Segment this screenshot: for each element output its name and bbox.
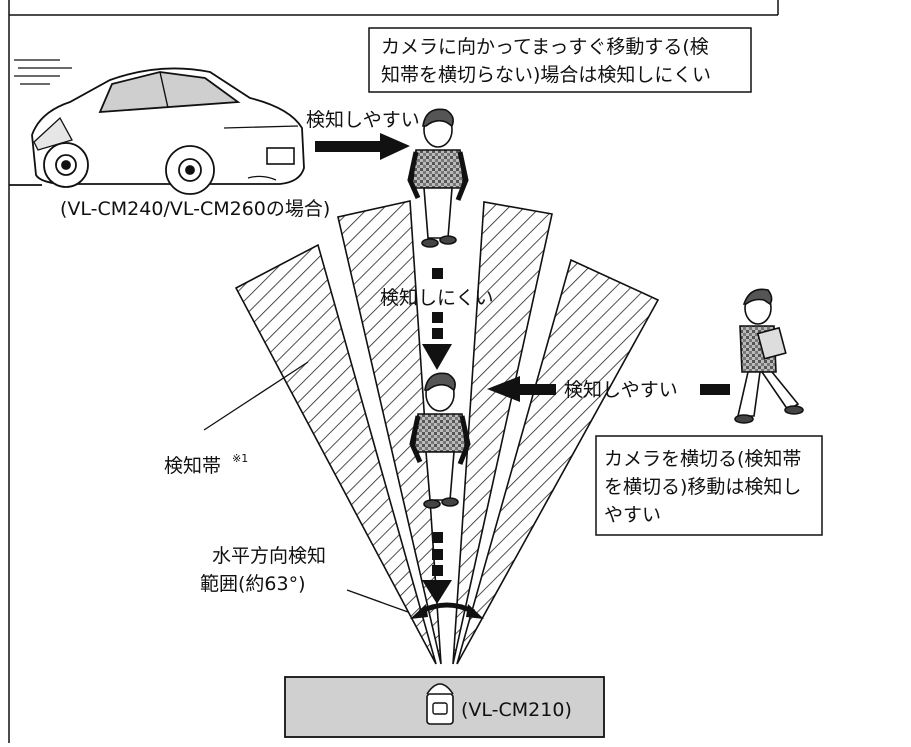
hard-detect-label: 検知しにくい [380, 287, 494, 309]
toward-note-line2: 知帯を横切らない)場合は検知しにくい [381, 64, 711, 86]
person-icon [734, 288, 804, 424]
range-label-line2: 範囲(約63°) [200, 573, 306, 595]
person-icon [407, 108, 469, 248]
detection-zone [203, 200, 660, 665]
range-label-line1: 水平方向検知 [212, 545, 326, 567]
easy-detect-label-side: 検知しやすい [564, 379, 678, 401]
zone-leader-line [203, 361, 309, 431]
detection-wedge [452, 201, 553, 665]
car-caption: (VL-CM240/VL-CM260の場合) [60, 198, 330, 220]
across-note-box [595, 435, 823, 536]
easy-detect-label-car: 検知しやすい [306, 109, 420, 131]
arrow-right-icon [315, 133, 410, 160]
zone-note-mark: ※1 [232, 452, 248, 465]
detection-wedge [234, 243, 437, 665]
toward-note-box [368, 27, 752, 93]
across-note-line1: カメラを横切る(検知帯 [604, 448, 801, 470]
toward-note-line1: カメラに向かってまっすぐ移動する(検 [381, 36, 709, 58]
across-note-line3: やすい [604, 504, 661, 526]
camera-housing [284, 676, 605, 738]
camera-icon [426, 683, 454, 725]
movement-path-top [422, 268, 452, 370]
car-icon [9, 59, 305, 195]
movement-path-bottom [422, 532, 452, 604]
detection-wedge [456, 258, 660, 665]
arrow-left-icon [487, 376, 730, 402]
across-note-line2: を横切る)移動は検知し [604, 476, 801, 498]
frame [8, 0, 779, 743]
range-double-arrow [346, 589, 484, 619]
zone-label: 検知帯 [164, 455, 221, 477]
person-icon [409, 372, 471, 509]
camera-model-label: (VL-CM210) [461, 699, 572, 721]
